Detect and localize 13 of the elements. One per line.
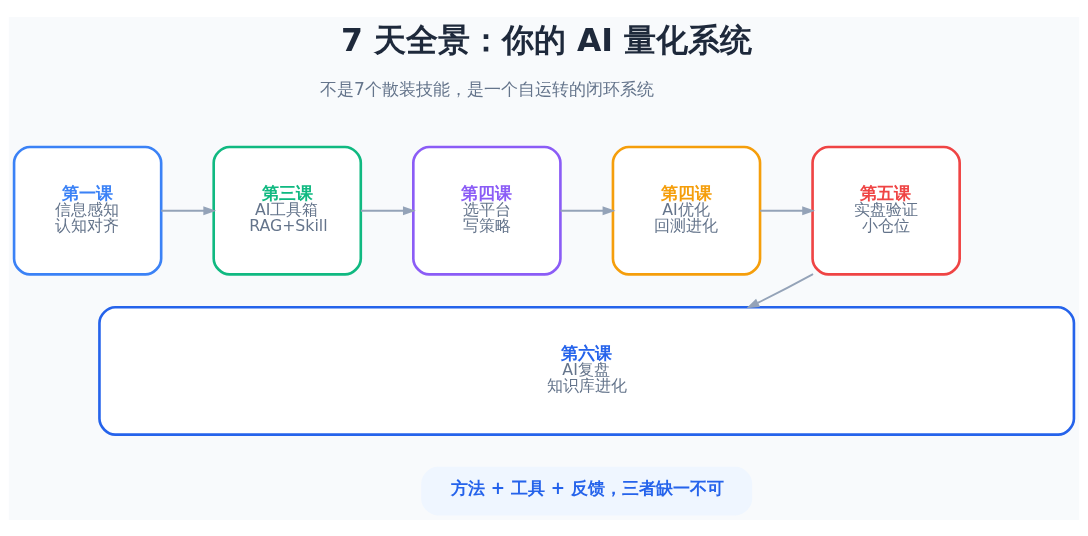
node-box: 第五课 实盘验证 小仓位 [811, 145, 961, 276]
arrow [160, 205, 217, 215]
node-box: 第六课 AI复盘 知识库进化 [98, 305, 1076, 436]
label: 不是7个散装技能，是一个自运转的闭环系统 [319, 78, 654, 99]
arrow [360, 205, 416, 215]
arrow [759, 205, 816, 215]
arrow [559, 205, 616, 215]
diagram-title: 7 天全景：你的 AI 量化系统 [341, 21, 753, 58]
arrow [746, 272, 815, 308]
node-box: 第四课 AI优化 回测进化 [611, 145, 762, 276]
node-box: 第一课 信息感知 认知对齐 [12, 145, 163, 276]
node-box: 第三课 AI工具箱 RAG+Skill [212, 145, 363, 276]
node-box: 第四课 选平台 写策略 [412, 145, 562, 276]
